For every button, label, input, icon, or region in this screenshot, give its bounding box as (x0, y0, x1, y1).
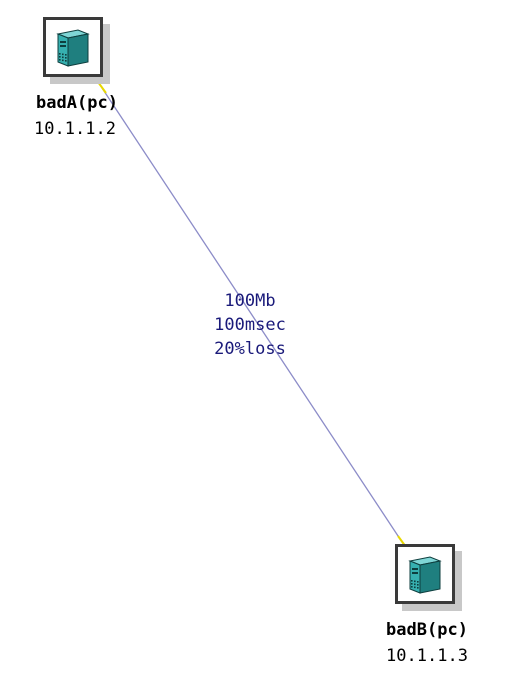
node-badA[interactable] (43, 17, 103, 77)
node-name-a: badA(pc) (36, 93, 118, 113)
node-badB[interactable] (395, 544, 455, 604)
link-label: 100Mb 100msec 20%loss (170, 289, 330, 361)
link-delay: 100msec (214, 315, 286, 335)
node-ip-b: 10.1.1.3 (386, 646, 468, 666)
link-loss: 20%loss (214, 339, 286, 359)
pc-icon (56, 29, 90, 67)
node-ip-a: 10.1.1.2 (34, 119, 116, 139)
link-bandwidth: 100Mb (224, 291, 276, 311)
link-line[interactable] (101, 87, 405, 546)
node-name-b: badB(pc) (386, 620, 468, 640)
pc-icon (408, 556, 442, 594)
